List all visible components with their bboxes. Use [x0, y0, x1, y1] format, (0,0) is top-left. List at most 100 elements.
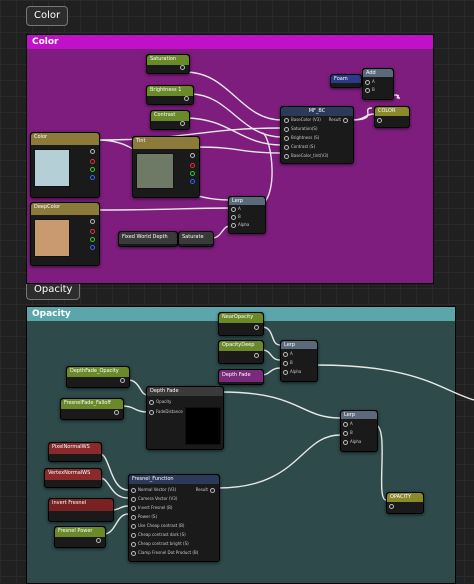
fresnel-fade-falloff-param-node[interactable]: FresnelFade_Falloff [60, 398, 124, 420]
tint-param-node[interactable]: Tint [132, 136, 200, 198]
mf-pin-tint[interactable]: BaseColor_tint(V3) [284, 153, 328, 159]
red-pin-icon[interactable] [190, 163, 195, 168]
lerp-pin-a[interactable]: A [283, 351, 293, 357]
pin-label: A [350, 421, 353, 426]
output-pin-icon[interactable] [114, 410, 119, 415]
deep-color-param-node[interactable]: DeepColor [30, 202, 100, 266]
pin-label: B [238, 214, 241, 219]
mf-pin-saturation[interactable]: Saturation(S) [284, 126, 318, 132]
blue-pin-icon[interactable] [90, 245, 95, 250]
fresnel-pin-7[interactable]: Clamp Fresnel Dot Product (B) [131, 550, 198, 556]
red-pin-icon[interactable] [90, 229, 95, 234]
green-pin-icon[interactable] [190, 171, 195, 176]
color-lerp-node[interactable]: Lerp A B Alpha [228, 196, 266, 234]
opacity-lerp-1-node[interactable]: Lerp A B Alpha [280, 340, 318, 382]
output-pin-icon[interactable] [180, 65, 185, 70]
color-comment-tag[interactable]: Color [26, 6, 69, 26]
pin-label: Result [195, 487, 208, 492]
blue-pin-icon[interactable] [190, 179, 195, 184]
fresnel-pin-result[interactable]: Result [196, 487, 217, 493]
output-pin-icon[interactable] [190, 153, 195, 158]
opacity-lerp-2-node[interactable]: Lerp A B Alpha [340, 410, 378, 452]
green-pin-icon[interactable] [90, 237, 95, 242]
fresnel-pin-4[interactable]: Use Cheap contrast (B) [131, 523, 184, 529]
depth-fade-pin-distance[interactable]: FadeDistance [149, 409, 183, 415]
fresnel-power-param-node[interactable]: Fresnel Power [54, 526, 106, 548]
depth-fade-node-title: Depth Fade [147, 387, 223, 396]
opacity-deep-param-node[interactable]: OpacityDeep [218, 340, 264, 364]
lerp-pin-alpha[interactable]: Alpha [343, 439, 361, 445]
foam-param-node[interactable]: Foam [330, 74, 362, 88]
lerp-pin-b[interactable]: B [231, 214, 241, 220]
invert-fresnel-param-node[interactable]: Invert Fresnel [48, 498, 114, 522]
lerp-pin-b[interactable]: B [343, 430, 353, 436]
pin-label: Invert Fresnel (B) [138, 505, 173, 510]
red-pin-icon[interactable] [90, 159, 95, 164]
add-node[interactable]: Add A B [362, 68, 394, 100]
contrast-node-title: Contrast [151, 111, 189, 121]
pin-label: B [350, 430, 353, 435]
fixed-world-depth-title: Fixed World Depth [119, 232, 177, 244]
pin-label: Clamp Fresnel Dot Product (B) [138, 550, 199, 555]
color-output-node[interactable]: COLOR [374, 106, 410, 128]
mf-pin-basecolor[interactable]: BaseColor (V3) [284, 117, 321, 123]
contrast-param-node[interactable]: Contrast [150, 110, 190, 130]
color-param-node[interactable]: Color [30, 132, 100, 198]
depth-fade-small-node[interactable]: Depth Fade [218, 369, 264, 385]
pin-label: A [238, 206, 241, 211]
green-pin-icon[interactable] [90, 167, 95, 172]
brightness-param-node[interactable]: Brightness 1 [146, 85, 194, 105]
blue-pin-icon[interactable] [90, 175, 95, 180]
output-pin-icon[interactable] [120, 378, 125, 383]
add-pin-b[interactable]: B [365, 87, 375, 93]
mf-pin-result[interactable]: Result [329, 117, 350, 123]
fresnel-pin-0[interactable]: Normal Vector (V3) [131, 487, 176, 493]
mf-bc-function-node[interactable]: MF_BC BaseColor (V3) Saturation(S) Brigh… [280, 106, 354, 164]
lerp-pin-a[interactable]: A [343, 421, 353, 427]
fresnel-pin-2[interactable]: Invert Fresnel (B) [131, 505, 172, 511]
fixed-world-depth-node[interactable]: Fixed World Depth [118, 231, 178, 247]
lerp-pin-a[interactable]: A [231, 206, 241, 212]
input-pin-icon[interactable] [377, 118, 382, 123]
lerp-pin-b[interactable]: B [283, 360, 293, 366]
depth-fade-opacity-param-node[interactable]: DepthFade_Opacity [66, 366, 130, 388]
output-pin-icon[interactable] [96, 538, 101, 543]
output-pin-icon[interactable] [180, 121, 185, 126]
saturate-node[interactable]: Saturate [178, 231, 214, 247]
fresnel-function-title: Fresnel_Function [129, 475, 219, 484]
input-pin-icon [283, 360, 288, 366]
saturation-param-node[interactable]: Saturation [146, 54, 190, 74]
depth-fade-pin-opacity[interactable]: Opacity [149, 399, 171, 405]
depth-fade-node[interactable]: Depth Fade Opacity FadeDistance [146, 386, 224, 450]
input-pin-icon [149, 409, 154, 415]
pixel-normal-ws-title: PixelNormalWS [49, 443, 101, 454]
pin-label: Camera Vector (V3) [138, 496, 178, 501]
lerp-pin-alpha[interactable]: Alpha [283, 369, 301, 375]
output-pin-icon[interactable] [254, 325, 259, 330]
pixel-normal-ws-node[interactable]: PixelNormalWS [48, 442, 102, 462]
output-pin-icon[interactable] [254, 353, 259, 358]
fresnel-pin-6[interactable]: Cheap contrast bright (S) [131, 541, 189, 547]
near-opacity-param-node[interactable]: NearOpacity [218, 312, 264, 336]
near-opacity-title: NearOpacity [219, 313, 263, 323]
mf-pin-contrast[interactable]: Contrast (S) [284, 144, 315, 150]
fresnel-pin-1[interactable]: Camera Vector (V3) [131, 496, 177, 502]
fresnel-pin-3[interactable]: Power (S) [131, 514, 157, 520]
input-pin-icon [343, 430, 348, 436]
tint-color-swatch [136, 153, 174, 189]
fresnel-function-node[interactable]: Fresnel_Function Normal Vector (V3) Came… [128, 474, 220, 562]
output-pin-icon[interactable] [90, 219, 95, 224]
pin-label: Use Cheap contrast (B) [138, 523, 185, 528]
lerp-pin-alpha[interactable]: Alpha [231, 222, 249, 228]
input-pin-icon [343, 421, 348, 427]
fresnel-pin-5[interactable]: Cheap contrast dark (S) [131, 532, 186, 538]
mf-pin-brightness[interactable]: Brightness (S) [284, 135, 319, 141]
add-pin-a[interactable]: A [365, 79, 375, 85]
output-pin-icon[interactable] [90, 149, 95, 154]
output-pin-icon[interactable] [184, 96, 189, 101]
pin-label: Alpha [290, 369, 302, 374]
input-pin-icon[interactable] [389, 504, 394, 509]
opacity-output-node[interactable]: OPACITY [386, 492, 424, 514]
vertex-normal-ws-node[interactable]: VertexNormalWS [44, 468, 102, 488]
